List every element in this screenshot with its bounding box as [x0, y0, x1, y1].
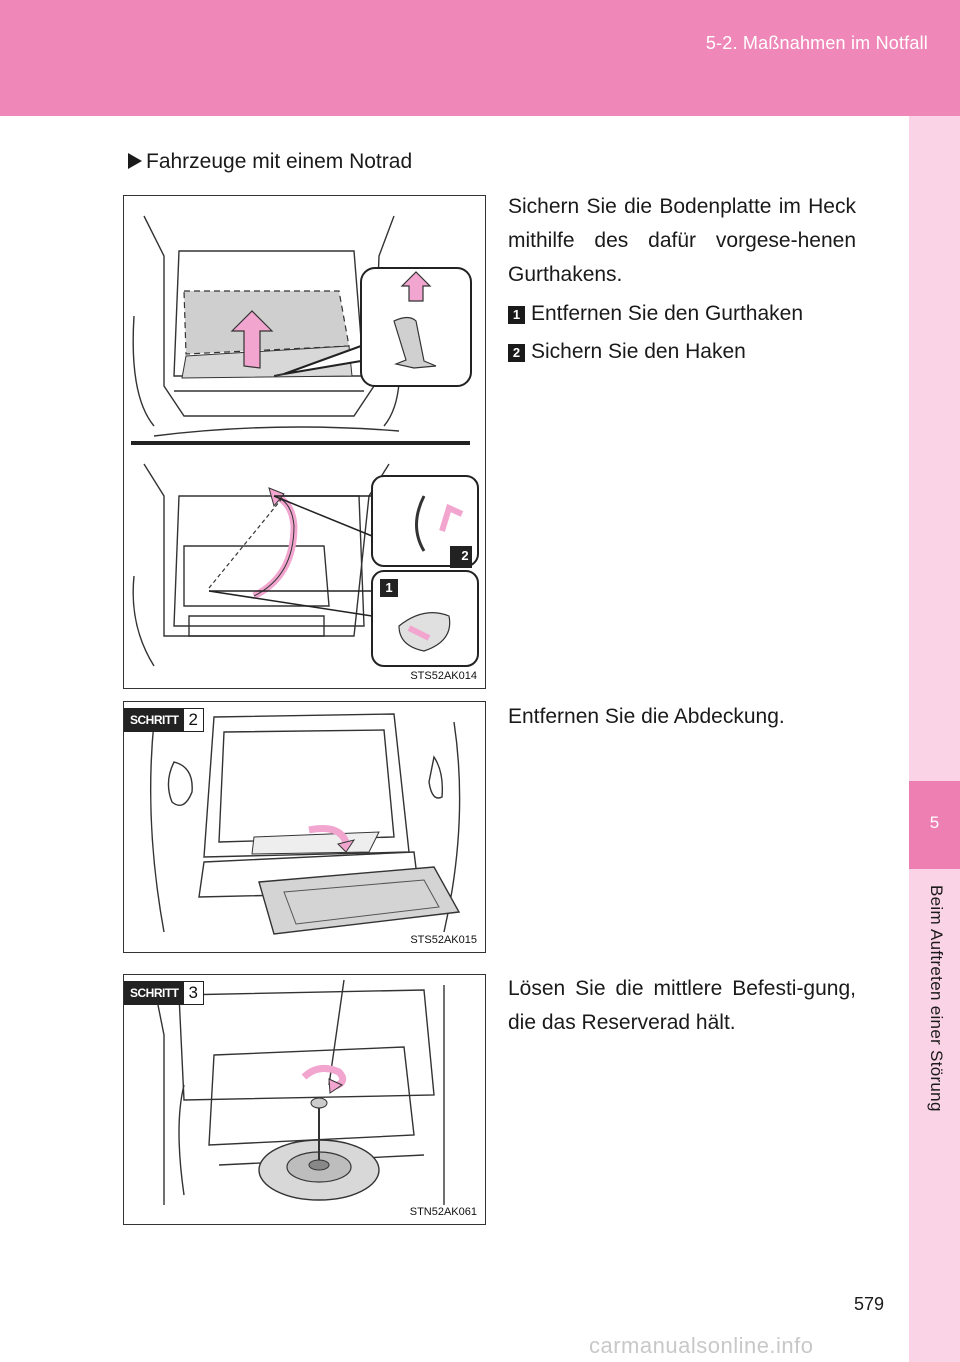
page-number: 579 [854, 1294, 885, 1314]
step-badge-1: 1 [508, 306, 525, 324]
remove-cover-illustration [149, 713, 461, 935]
figure-code: STS52AK014 [410, 670, 477, 682]
watermark[interactable]: carmanualsonline.info [589, 1333, 814, 1358]
chapter-number: 5 [929, 813, 940, 832]
side-tab-lower [909, 869, 960, 1362]
section-heading-text: Fahrzeuge mit einem Notrad [146, 150, 413, 173]
chapter-tab[interactable]: 5 [909, 781, 960, 869]
header-band [0, 0, 960, 116]
spare-tire-illustration [153, 979, 445, 1205]
step-marker-label: SCHRITT [125, 709, 184, 731]
figure-floor-board-hook: 2 1 STS52AK014 [123, 195, 486, 689]
step-badge-2: 2 [508, 344, 525, 362]
triangle-bullet-icon [128, 153, 142, 169]
step-text-2: Sichern Sie den Haken [531, 340, 746, 363]
step-text-1: Entfernen Sie den Gurthaken [531, 302, 804, 325]
figure-code: STS52AK015 [410, 934, 477, 946]
section-heading: Fahrzeuge mit einem Notrad [128, 150, 412, 174]
figure-code: STN52AK061 [409, 1206, 477, 1218]
step-marker-label: SCHRITT [125, 982, 184, 1004]
callout-2: 2 [461, 548, 469, 563]
step-item-1: 1 Entfernen Sie den Gurthaken [508, 299, 803, 329]
step-item-2: 2 Sichern Sie den Haken [508, 337, 746, 367]
step-marker-number: 3 [188, 983, 198, 1002]
section-title: 5-2. Maßnahmen im Notfall [705, 33, 928, 53]
instruction-paragraph-3: Lösen Sie die mittlere Befesti-gung, die… [508, 977, 856, 1034]
callout-1: 1 [385, 580, 393, 595]
step-marker-number: 2 [188, 710, 198, 729]
chapter-label: Beim Auftreten einer Störung [927, 885, 946, 1112]
instruction-paragraph-1: Sichern Sie die Bodenplatte im Heck mith… [508, 195, 856, 286]
instruction-paragraph-2: Entfernen Sie die Abdeckung. [508, 705, 785, 728]
trunk-floor-illustration [131, 215, 479, 667]
side-tab-upper [909, 116, 960, 781]
